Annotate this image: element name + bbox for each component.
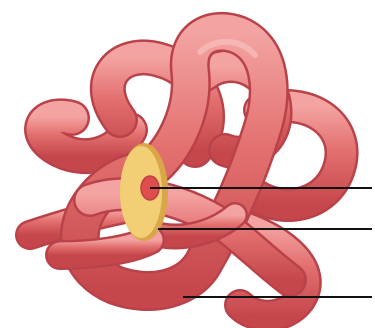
- tube-cross-section: [120, 143, 168, 241]
